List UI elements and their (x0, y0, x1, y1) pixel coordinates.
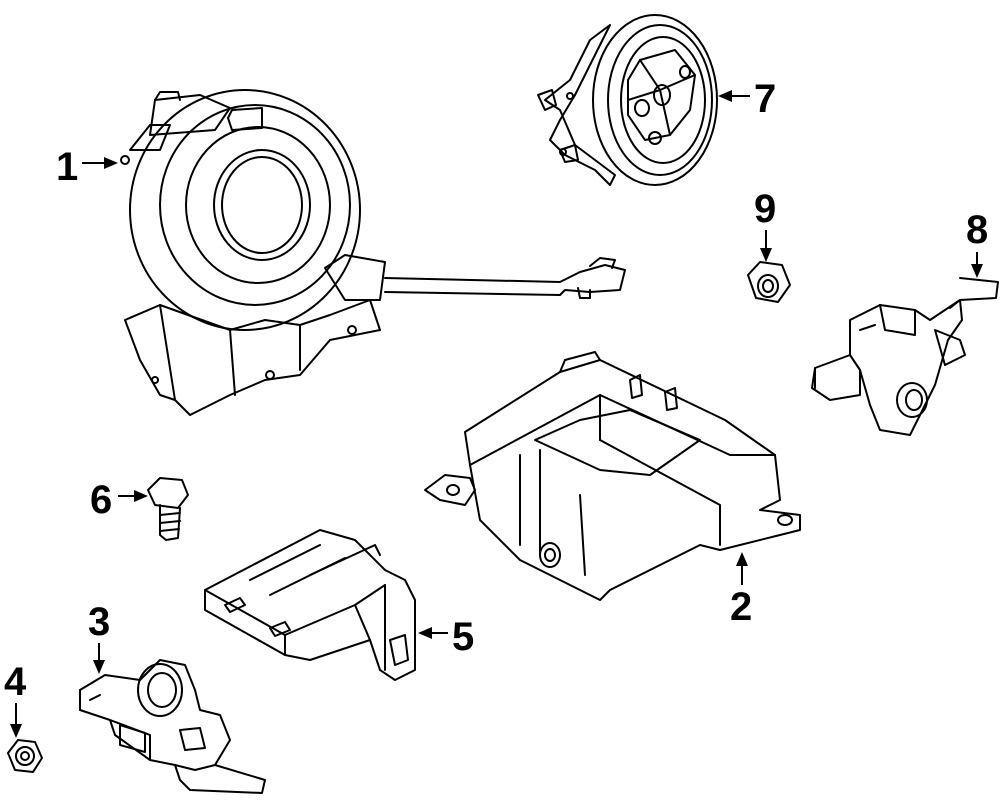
impact-sensor-lower-part[interactable] (79, 659, 266, 794)
callout-9[interactable]: 9 (754, 187, 776, 262)
callout-8[interactable]: 8 (966, 208, 988, 278)
callout-label-6: 6 (90, 478, 112, 522)
callout-6[interactable]: 6 (90, 478, 148, 522)
bolt-part[interactable] (147, 477, 189, 541)
callout-4[interactable]: 4 (4, 660, 27, 738)
callout-label-7: 7 (754, 77, 776, 121)
module-bracket-part[interactable] (204, 529, 416, 681)
callout-label-8: 8 (966, 208, 988, 252)
nut-9-part[interactable] (747, 261, 791, 303)
callout-label-3: 3 (88, 600, 110, 644)
callout-5[interactable]: 5 (418, 615, 474, 659)
air-bag-control-module-part[interactable] (424, 351, 801, 601)
clock-spring-part[interactable] (120, 89, 626, 416)
callout-label-5: 5 (452, 615, 474, 659)
nut-4-part[interactable] (7, 739, 43, 773)
callout-label-2: 2 (730, 585, 752, 629)
callout-2[interactable]: 2 (730, 552, 752, 629)
callout-3[interactable]: 3 (88, 600, 110, 674)
callout-7[interactable]: 7 (718, 77, 776, 121)
callout-label-1: 1 (56, 145, 78, 189)
callout-1[interactable]: 1 (56, 145, 118, 189)
impact-sensor-side-part[interactable] (811, 277, 999, 436)
clock-spring-rotor-part[interactable] (537, 14, 718, 186)
callout-label-4: 4 (4, 660, 27, 704)
callout-label-9: 9 (754, 187, 776, 231)
